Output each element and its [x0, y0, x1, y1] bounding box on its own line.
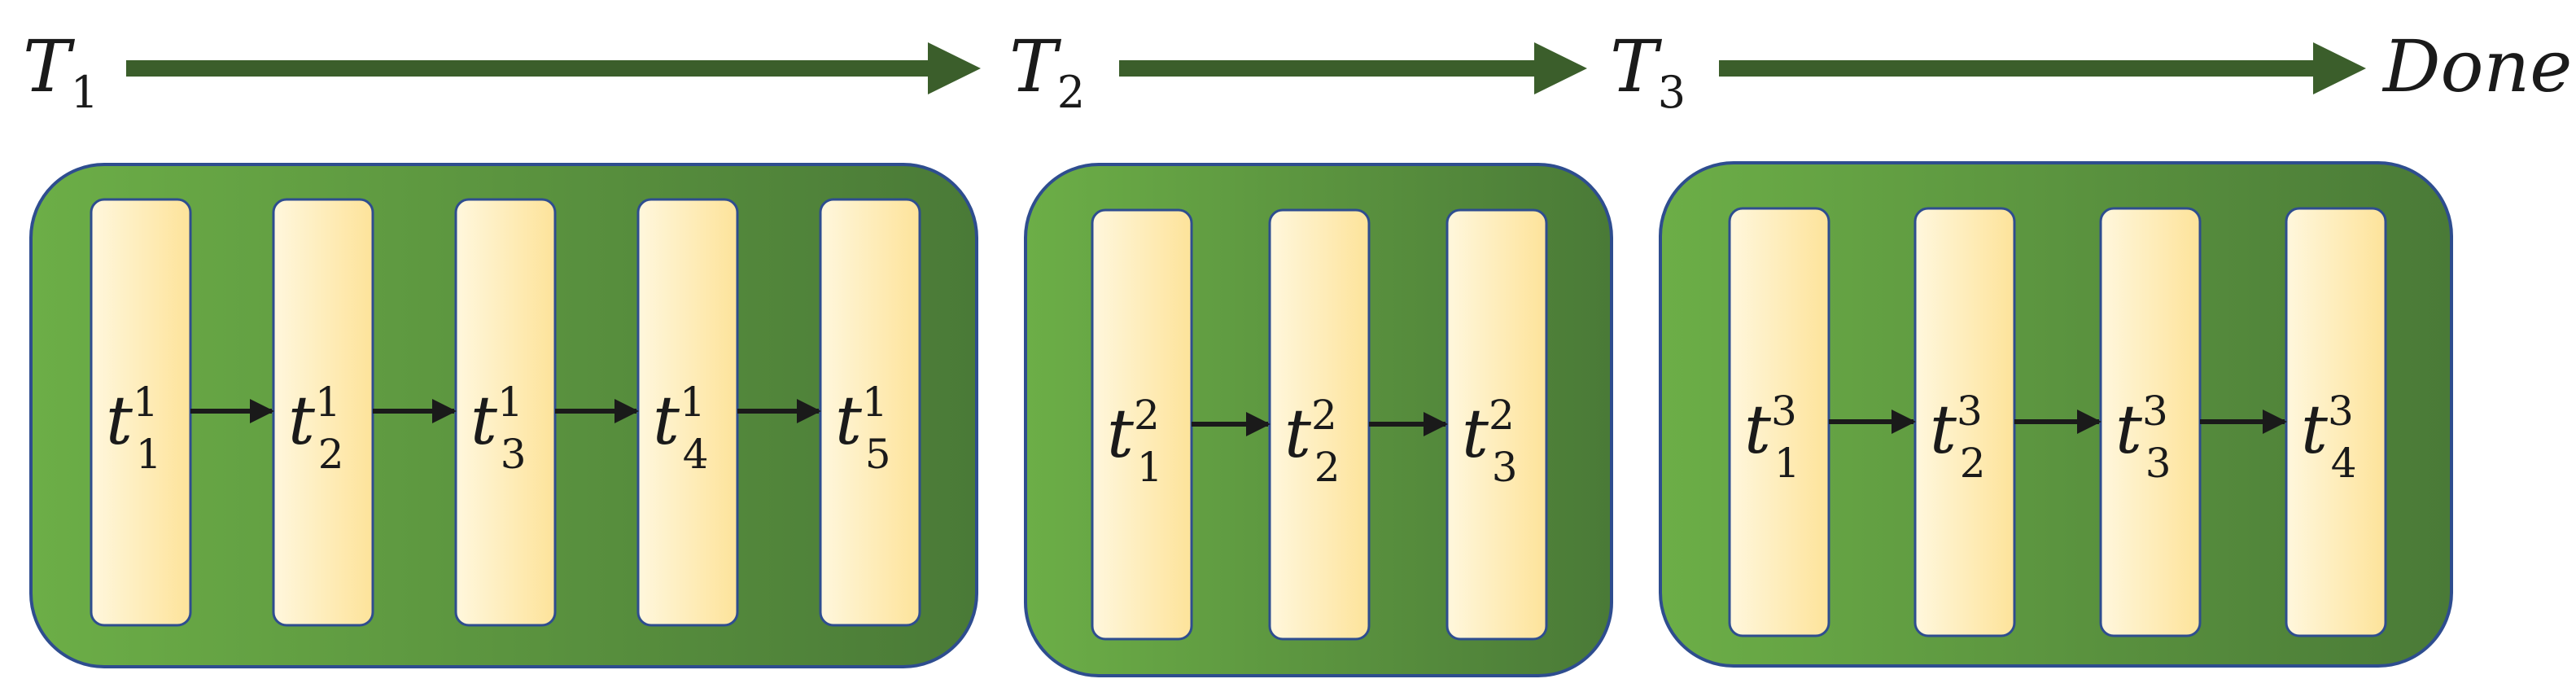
- svg-text:t12: t12: [288, 379, 344, 478]
- timeline-arrow-1: [126, 42, 981, 94]
- stage-label-t2: T2: [1009, 24, 1085, 118]
- stage-label-t3: T3: [1610, 24, 1686, 118]
- svg-text:t22: t22: [1284, 392, 1340, 491]
- svg-text:t32: t32: [1930, 388, 1986, 487]
- stage-label-done: Done: [2381, 24, 2572, 108]
- svg-text:t21: t21: [1107, 392, 1163, 491]
- svg-text:t11: t11: [106, 379, 162, 478]
- svg-text:t13: t13: [470, 379, 527, 478]
- svg-text:t31: t31: [1744, 388, 1800, 487]
- svg-text:t33: t33: [2115, 388, 2171, 487]
- timeline-arrow-3: [1719, 42, 2366, 94]
- svg-text:t34: t34: [2301, 388, 2357, 487]
- svg-text:t14: t14: [653, 379, 709, 478]
- timeline: T1 T2 T3 Done: [23, 24, 2572, 118]
- stage-label-t1: T1: [23, 24, 98, 118]
- timeline-arrow-2: [1119, 42, 1587, 94]
- svg-text:t15: t15: [835, 379, 891, 478]
- svg-text:t23: t23: [1462, 392, 1518, 491]
